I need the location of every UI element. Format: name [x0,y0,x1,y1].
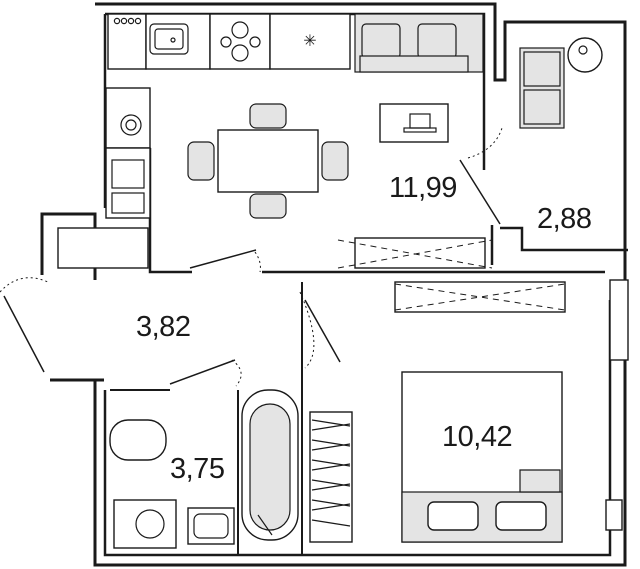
svg-text:✳: ✳ [303,31,316,50]
oven [105,87,151,149]
balcony-furniture [459,37,603,225]
wardrobe [394,281,566,313]
toilet [109,419,167,461]
bathroom-fixtures [109,389,299,549]
washing-machine [113,499,177,549]
bed [401,371,563,543]
refrigerator [269,13,351,70]
sofa [354,13,484,73]
hatched-panel [309,411,353,543]
kitchen-living-area: 11,99 [389,172,457,204]
kitchen-counter: ✳ [105,13,351,219]
area-labels: 11,99 2,88 3,82 3,75 10,42 [136,172,592,485]
tv-unit [337,237,493,269]
bathroom-area: 3,75 [170,453,224,485]
hallway-area: 3,82 [136,311,190,343]
hallway-doors [0,249,341,387]
dining-table [187,103,349,219]
laptop-icon [379,103,449,143]
balcony-area: 2,88 [537,203,591,235]
bedroom-area: 10,42 [442,421,512,453]
walls [40,2,629,567]
